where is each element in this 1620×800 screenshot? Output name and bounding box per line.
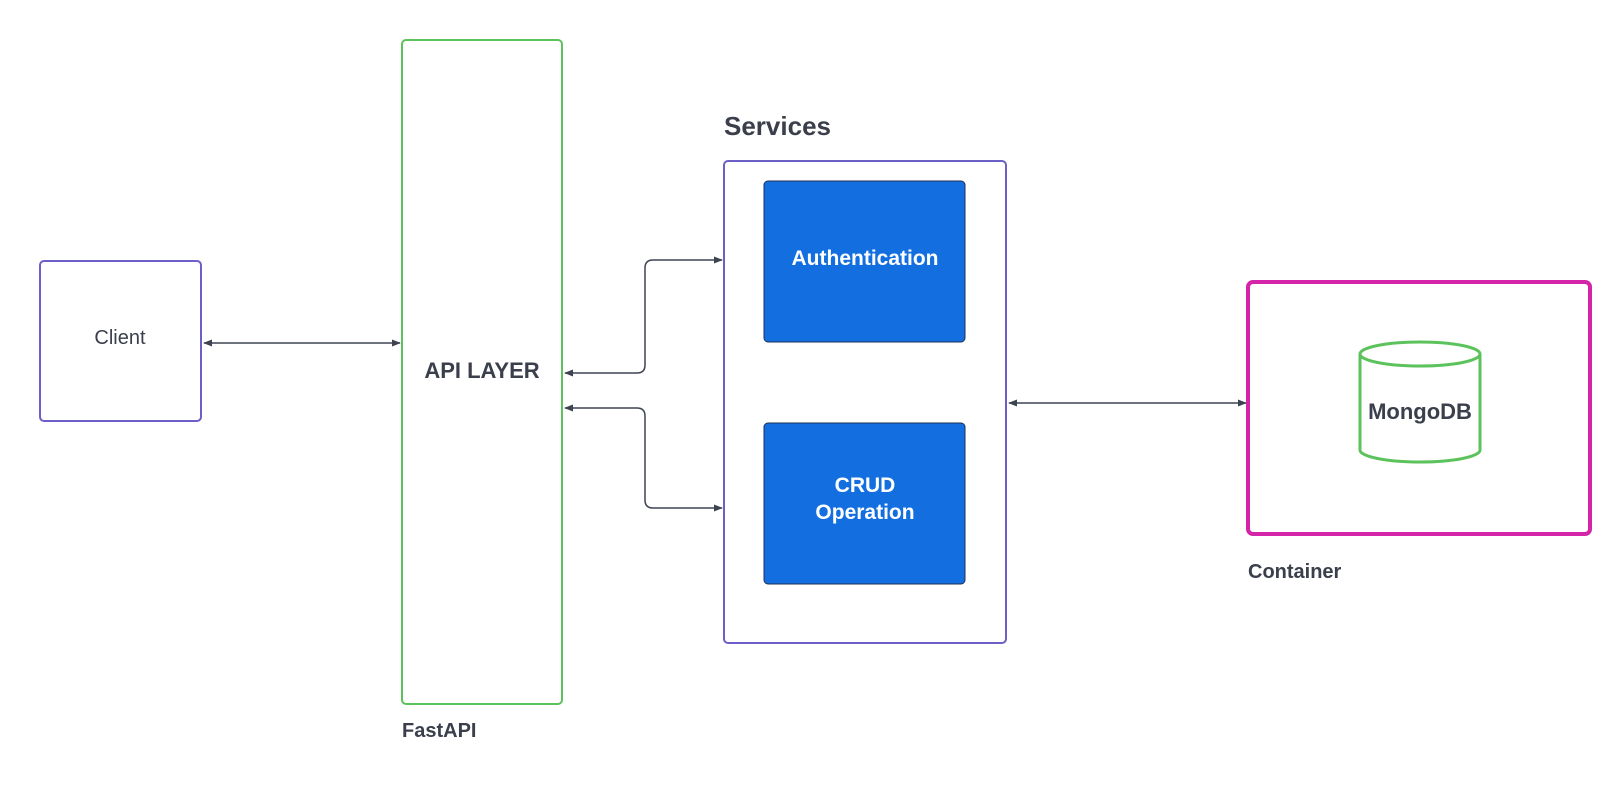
api-layer-node[interactable]: API LAYER	[401, 39, 563, 705]
authentication-label: Authentication	[792, 247, 939, 270]
api-layer-label: API LAYER	[424, 358, 539, 383]
edge-api-authentication	[564, 256, 723, 377]
crud-label-line2: Operation	[815, 501, 914, 524]
mongodb-database-icon[interactable]: MongoDB	[1358, 340, 1482, 464]
client-node[interactable]: Client	[39, 260, 202, 422]
services-title: Services	[724, 111, 831, 141]
edge-api-crud	[564, 404, 723, 512]
crud-label-line1: CRUD	[835, 474, 896, 497]
authentication-node[interactable]: Authentication	[763, 180, 966, 343]
client-label: Client	[94, 327, 146, 349]
crud-operation-node[interactable]: CRUD Operation	[763, 422, 966, 585]
fastapi-caption: FastAPI	[402, 720, 476, 742]
mongodb-label: MongoDB	[1368, 399, 1472, 424]
container-caption: Container	[1248, 561, 1342, 583]
